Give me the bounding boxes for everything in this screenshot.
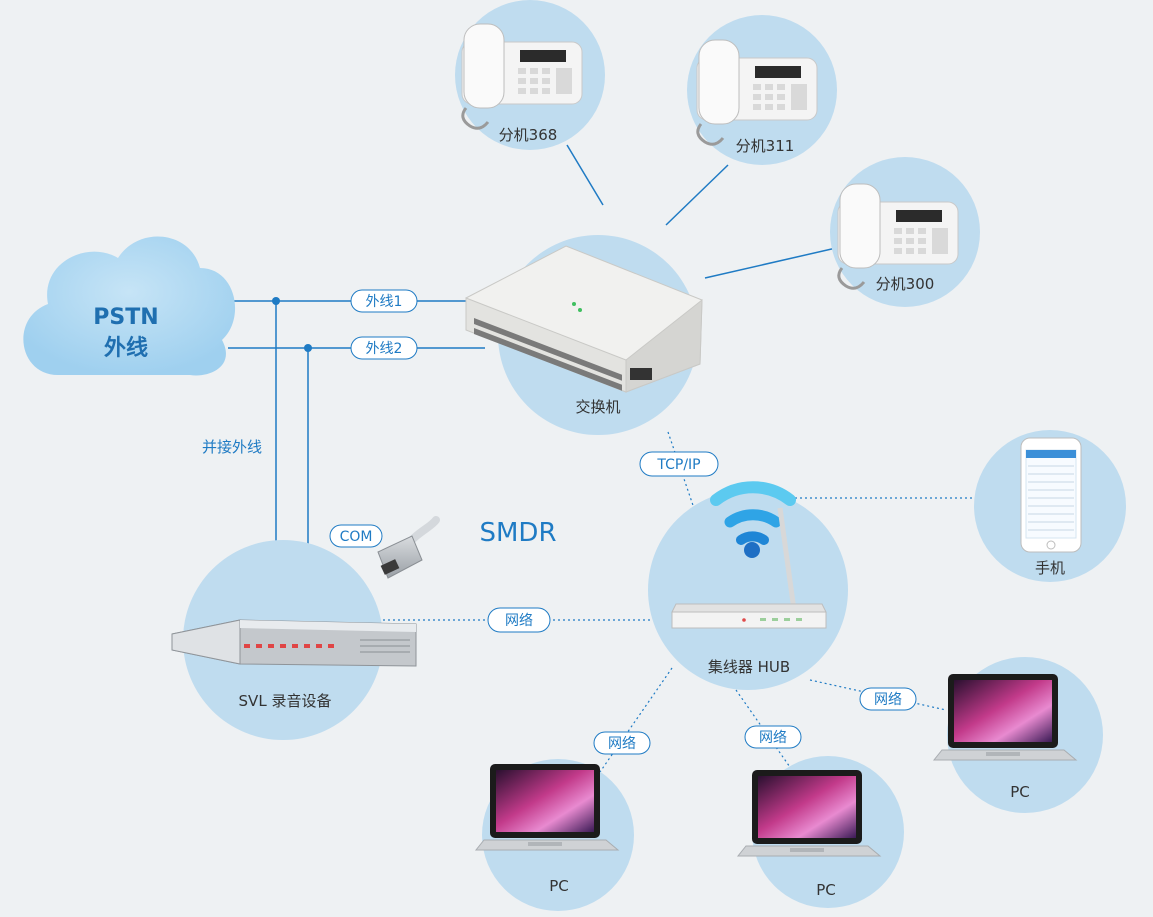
laptop-icon-pc2: [737, 769, 881, 857]
junction-dot-2: [304, 344, 312, 352]
svg-text:外线1: 外线1: [366, 294, 403, 310]
line-network-pc2: [735, 689, 793, 771]
network-tag-pc1: 网络: [593, 731, 651, 755]
svg-text:COM: COM: [340, 529, 373, 545]
connection-lines: [228, 144, 978, 773]
pstn-cloud: PSTN 外线: [23, 236, 236, 376]
pc-label-2: PC: [816, 881, 836, 899]
laptop-icon-pc1: [475, 763, 619, 851]
network-tag-recorder: 网络: [487, 607, 551, 633]
svg-text:外线2: 外线2: [366, 341, 403, 357]
pc-label-1: PC: [549, 877, 569, 895]
wifi-icon: [710, 481, 796, 558]
line-ext368: [566, 144, 604, 206]
hub-label: 集线器 HUB: [708, 658, 790, 676]
pbx-label: 交换机: [575, 398, 620, 416]
svg-text:网络: 网络: [759, 730, 787, 746]
bubble-hub: [648, 490, 848, 690]
ext-line2-tag: 外线2: [350, 336, 418, 360]
extension-label-368: 分机368: [499, 126, 558, 144]
extension-label-311: 分机311: [736, 137, 795, 155]
laptop-icon-pc3: [933, 673, 1077, 761]
line-ext300: [704, 247, 837, 279]
svg-text:TCP/IP: TCP/IP: [656, 457, 700, 473]
recorder-device-icon: [171, 619, 417, 667]
network-tag-pc3: 网络: [859, 687, 917, 711]
smdr-label: SMDR: [479, 518, 556, 548]
pbx-switch-icon: [465, 245, 703, 393]
line-ext311: [665, 164, 729, 226]
line-network-pc1: [599, 667, 673, 773]
svg-text:网络: 网络: [874, 692, 902, 708]
svg-text:网络: 网络: [505, 613, 533, 629]
mobile-phone-icon: [1020, 437, 1082, 553]
network-tag-pc2: 网络: [744, 725, 802, 749]
pc-label-3: PC: [1010, 783, 1030, 801]
svg-text:网络: 网络: [608, 736, 636, 752]
parallel-line-label: 并接外线: [202, 438, 262, 456]
pstn-subtitle: 外线: [104, 335, 148, 361]
pstn-title: PSTN: [93, 305, 158, 330]
extension-label-300: 分机300: [876, 275, 935, 293]
ext-line1-tag: 外线1: [350, 289, 418, 313]
tcpip-tag: TCP/IP: [639, 451, 719, 477]
recorder-label: SVL 录音设备: [239, 692, 332, 710]
router-icon: [671, 507, 827, 629]
line-network-pc3: [809, 679, 947, 711]
com-tag: COM: [329, 524, 383, 548]
serial-cable-icon: [377, 516, 440, 579]
mobile-label: 手机: [1035, 559, 1065, 577]
junction-dot-1: [272, 297, 280, 305]
